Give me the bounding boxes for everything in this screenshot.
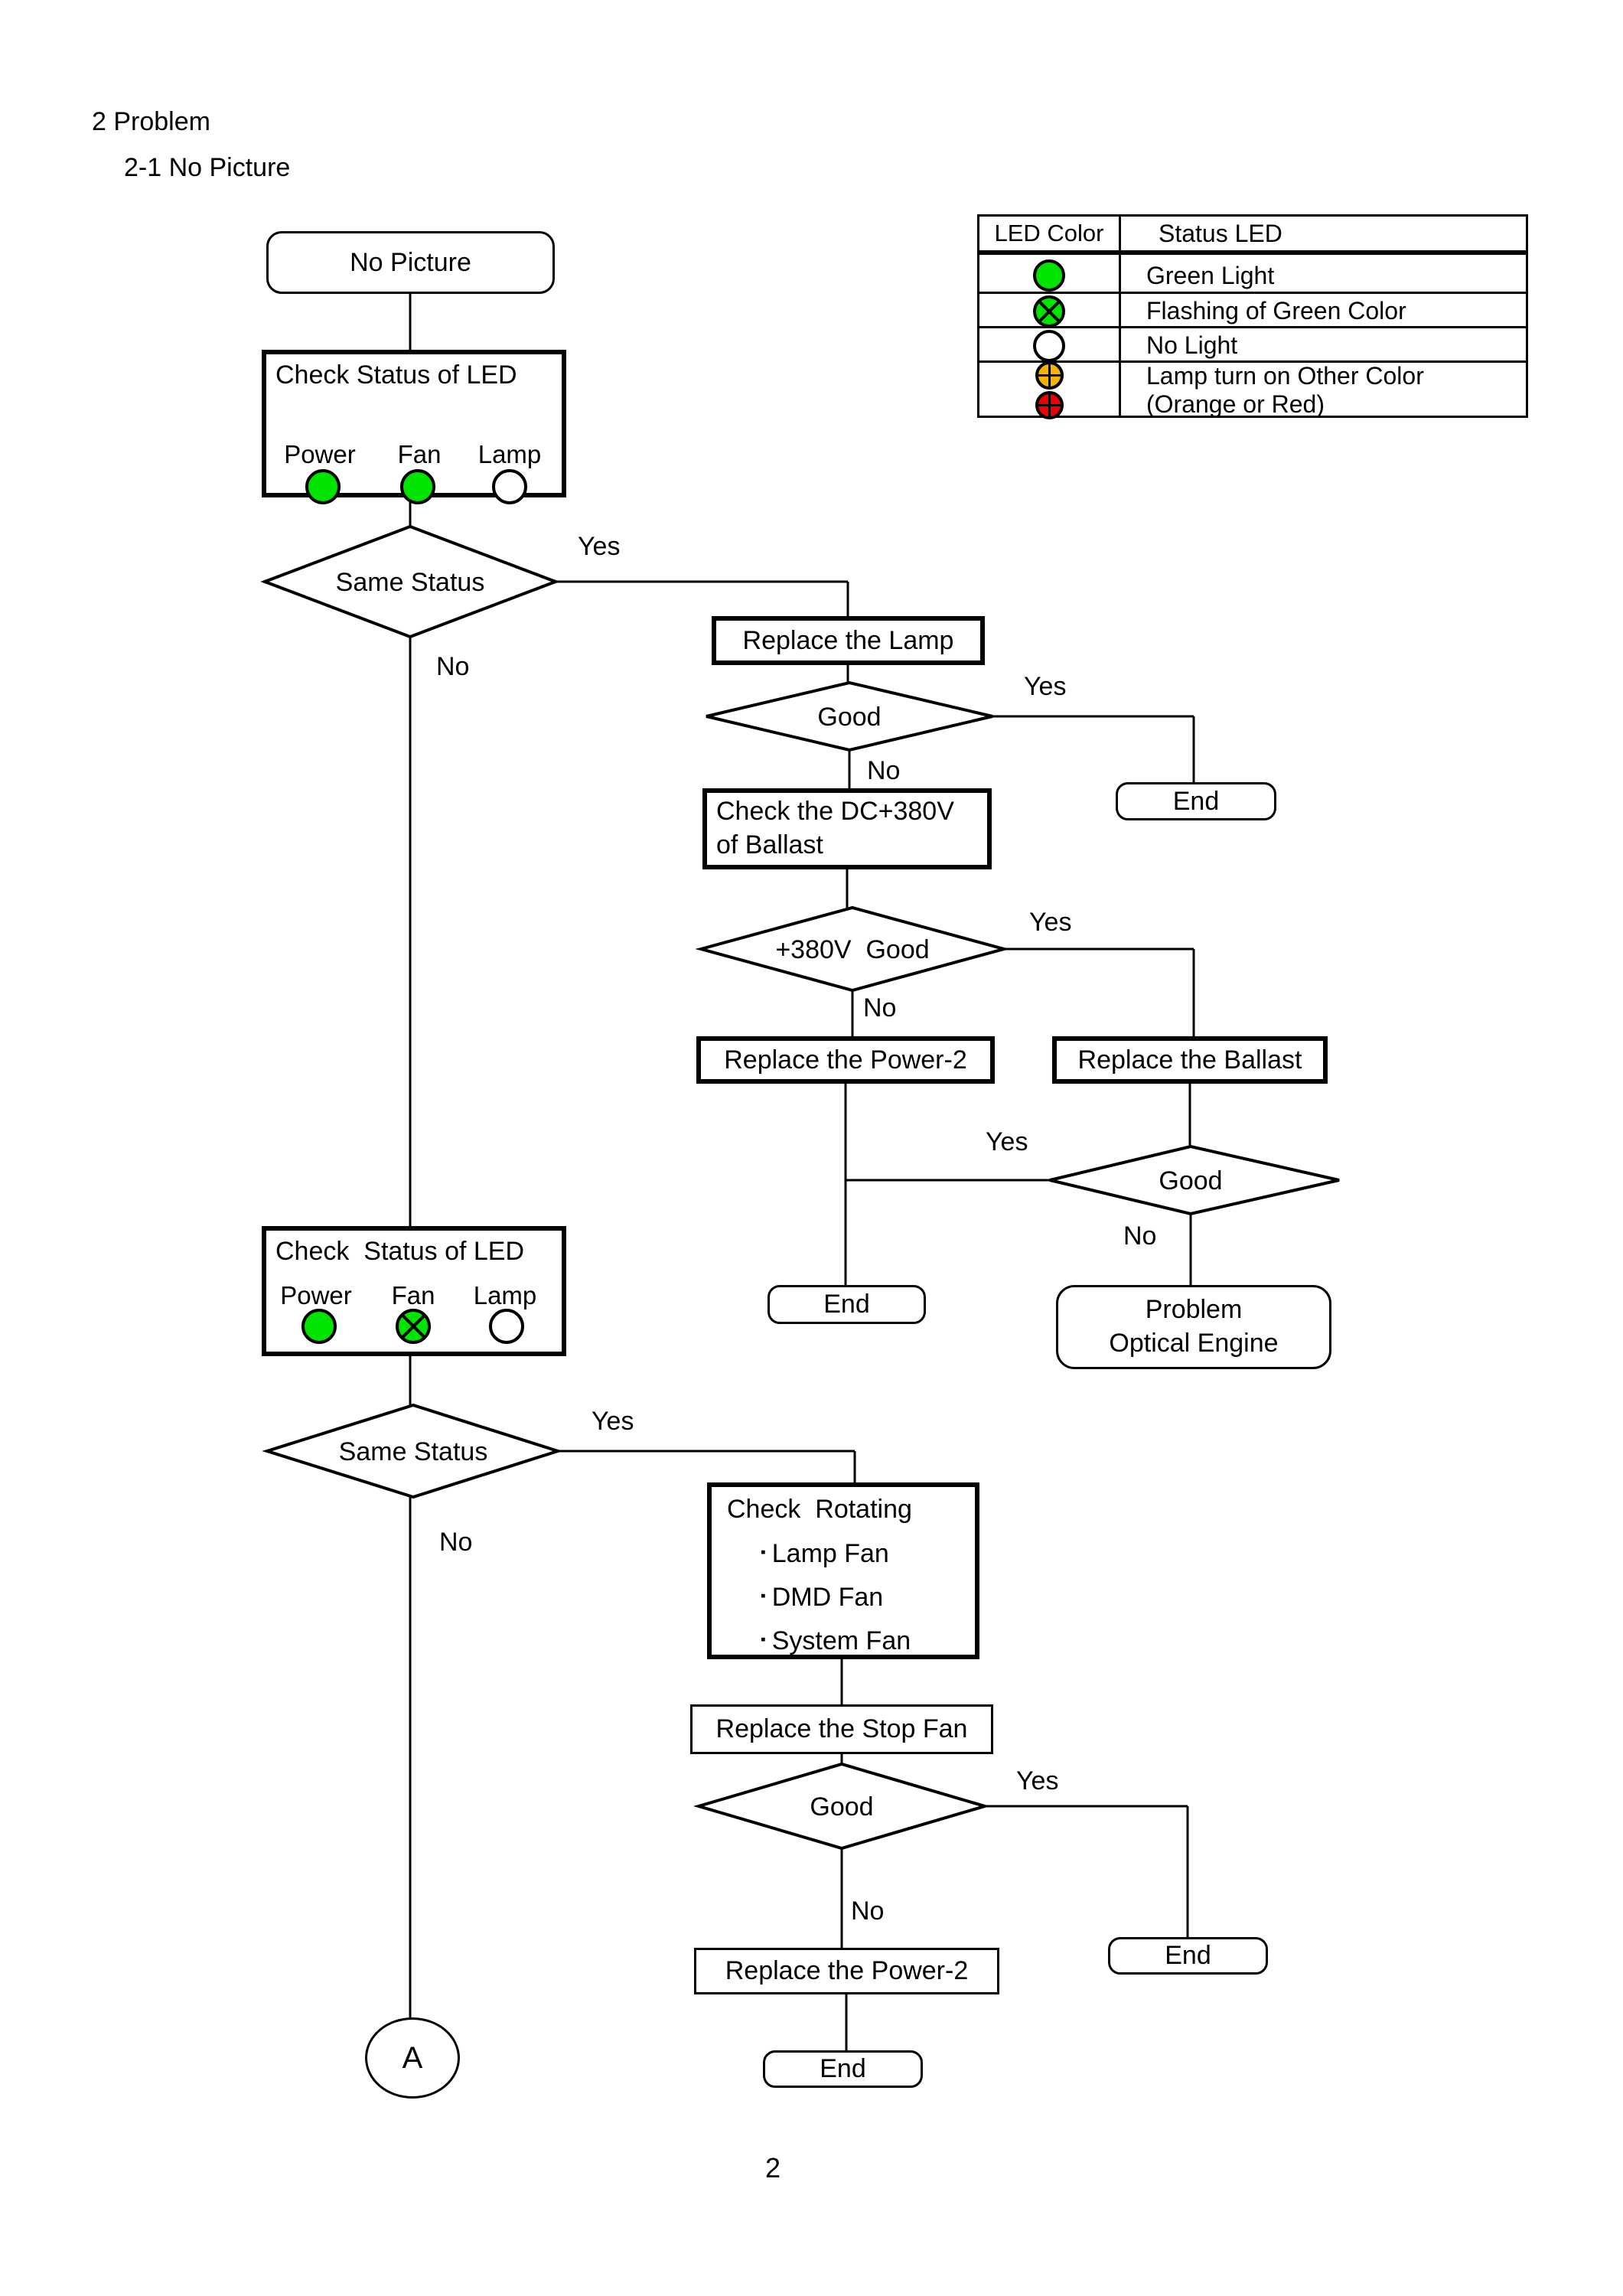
edge-label-no: No bbox=[439, 1528, 473, 1557]
lamp-led-off-icon bbox=[492, 469, 527, 504]
decision-380v-good: +380V Good bbox=[775, 935, 930, 964]
no-light-icon bbox=[1033, 329, 1065, 362]
lamp-led-off-icon bbox=[489, 1309, 524, 1344]
end-node-2: End bbox=[768, 1285, 926, 1324]
decision-good-2-shape bbox=[1049, 1144, 1340, 1216]
bullet-icon: ▪ bbox=[761, 1544, 766, 1561]
process-replace-power2-1: Replace the Power-2 bbox=[696, 1036, 995, 1084]
decision-same-status-1-shape bbox=[260, 524, 560, 639]
power-led-green-icon bbox=[301, 1309, 337, 1344]
orange-lamp-icon bbox=[1035, 361, 1064, 390]
process-replace-power2-2: Replace the Power-2 bbox=[694, 1948, 999, 1994]
end-label: End bbox=[1172, 786, 1220, 816]
connector-a-label: A bbox=[402, 2040, 423, 2075]
decision-380v-good-shape bbox=[695, 905, 1010, 993]
decision-good-2: Good bbox=[1159, 1166, 1223, 1195]
process-label: Replace the Power-2 bbox=[725, 1956, 969, 1985]
legend-row: Flashing of Green Color bbox=[979, 295, 1526, 328]
decision-good-3-shape bbox=[693, 1762, 991, 1851]
page-number: 2 bbox=[765, 2152, 781, 2183]
doc-title: 2 Problem bbox=[92, 107, 210, 136]
check-led-status-box-2: Check Status of LED Power Fan Lamp bbox=[262, 1226, 566, 1356]
edge-label-no: No bbox=[867, 756, 901, 785]
terminal-problem-optical-engine: Problem Optical Engine bbox=[1056, 1285, 1331, 1369]
flashing-green-icon bbox=[1033, 295, 1065, 328]
check-rotating-item: ▪System Fan bbox=[761, 1626, 911, 1655]
decision-good-1-shape bbox=[706, 680, 993, 752]
legend-label: Flashing of Green Color bbox=[1146, 297, 1406, 325]
check-rotating-item: ▪DMD Fan bbox=[761, 1583, 884, 1612]
check-led-status-box-1: Check Status of LED Power Fan Lamp bbox=[262, 350, 566, 504]
start-node-no-picture: No Picture bbox=[266, 231, 555, 294]
legend-header-status-led: Status LED bbox=[1159, 219, 1282, 247]
red-lamp-icon bbox=[1035, 391, 1064, 419]
decision-same-status-2: Same Status bbox=[338, 1437, 488, 1466]
edge-label-no: No bbox=[851, 1896, 885, 1926]
legend-label: Lamp turn on Other Color bbox=[1146, 362, 1424, 390]
end-label: End bbox=[820, 2054, 866, 2083]
legend-header-led-color: LED Color bbox=[994, 220, 1104, 246]
check-rotating-item: ▪Lamp Fan bbox=[761, 1539, 889, 1568]
power-led-label: Power bbox=[280, 1281, 352, 1309]
process-label: Replace the Ballast bbox=[1077, 1045, 1302, 1075]
legend-row: Lamp turn on Other Color (Orange or Red) bbox=[979, 361, 1526, 419]
process-check-dc380v: Check the DC+380V of Ballast bbox=[702, 788, 992, 869]
fan-led-label: Fan bbox=[391, 1281, 435, 1309]
process-label: Replace the Lamp bbox=[742, 625, 954, 655]
edge-label-yes: Yes bbox=[1029, 908, 1072, 937]
terminal-label-line2: Optical Engine bbox=[1109, 1329, 1279, 1358]
edge-label-yes: Yes bbox=[1024, 672, 1067, 701]
end-label: End bbox=[1165, 1941, 1211, 1970]
power-led-green-icon bbox=[305, 469, 341, 504]
fan-led-flashing-icon bbox=[396, 1309, 431, 1344]
connector-a: A bbox=[365, 2017, 460, 2099]
lamp-led-label: Lamp bbox=[477, 440, 542, 468]
process-label-line2: of Ballast bbox=[716, 830, 823, 859]
green-light-icon bbox=[1033, 259, 1065, 292]
bullet-icon: ▪ bbox=[761, 1632, 766, 1648]
doc-subtitle: 2-1 No Picture bbox=[124, 153, 291, 182]
legend-row: Green Light bbox=[979, 259, 1526, 294]
edge-label-no: No bbox=[1123, 1221, 1157, 1251]
decision-same-status-2-shape bbox=[262, 1403, 563, 1499]
legend-label: Green Light bbox=[1146, 261, 1275, 289]
process-label: Replace the Stop Fan bbox=[715, 1714, 968, 1743]
power-led-label: Power bbox=[284, 440, 356, 468]
legend-label: No Light bbox=[1146, 331, 1238, 360]
process-check-rotating: Check Rotating ▪Lamp Fan ▪DMD Fan ▪Syste… bbox=[707, 1482, 979, 1659]
lamp-led-label: Lamp bbox=[473, 1281, 537, 1309]
legend-column-divider bbox=[1119, 217, 1121, 416]
edge-label-yes: Yes bbox=[592, 1407, 634, 1436]
edge-label-no: No bbox=[436, 652, 470, 681]
end-node-3: End bbox=[1108, 1937, 1268, 1975]
edge-label-no: No bbox=[863, 993, 897, 1022]
process-replace-lamp: Replace the Lamp bbox=[712, 616, 985, 665]
decision-same-status-1: Same Status bbox=[335, 568, 485, 597]
end-label: End bbox=[823, 1290, 870, 1319]
legend-label: (Orange or Red) bbox=[1146, 390, 1325, 418]
legend-table: LED Color Status LED Green Light Flashin… bbox=[977, 214, 1528, 419]
edge-label-yes: Yes bbox=[578, 532, 621, 561]
bullet-icon: ▪ bbox=[761, 1588, 766, 1604]
legend-header-row: LED Color Status LED bbox=[979, 217, 1526, 255]
process-label-line1: Check the DC+380V bbox=[716, 797, 954, 827]
edge-label-yes: Yes bbox=[986, 1127, 1028, 1156]
edge-label-yes: Yes bbox=[1016, 1766, 1059, 1795]
fan-led-label: Fan bbox=[397, 440, 442, 468]
check-led-title: Check Status of LED bbox=[275, 360, 517, 390]
process-replace-ballast: Replace the Ballast bbox=[1052, 1036, 1328, 1084]
decision-good-1: Good bbox=[817, 703, 882, 732]
process-label: Replace the Power-2 bbox=[724, 1045, 967, 1075]
terminal-label-line1: Problem bbox=[1145, 1295, 1243, 1325]
check-led-title: Check Status of LED bbox=[275, 1237, 525, 1266]
start-node-label: No Picture bbox=[350, 247, 471, 277]
end-node-4: End bbox=[763, 2050, 923, 2088]
check-rotating-title: Check Rotating bbox=[727, 1495, 912, 1524]
decision-good-3: Good bbox=[810, 1792, 874, 1821]
end-node-1: End bbox=[1116, 782, 1276, 820]
fan-led-green-icon bbox=[400, 469, 435, 504]
process-replace-stop-fan: Replace the Stop Fan bbox=[690, 1704, 993, 1754]
legend-row: No Light bbox=[979, 329, 1526, 363]
